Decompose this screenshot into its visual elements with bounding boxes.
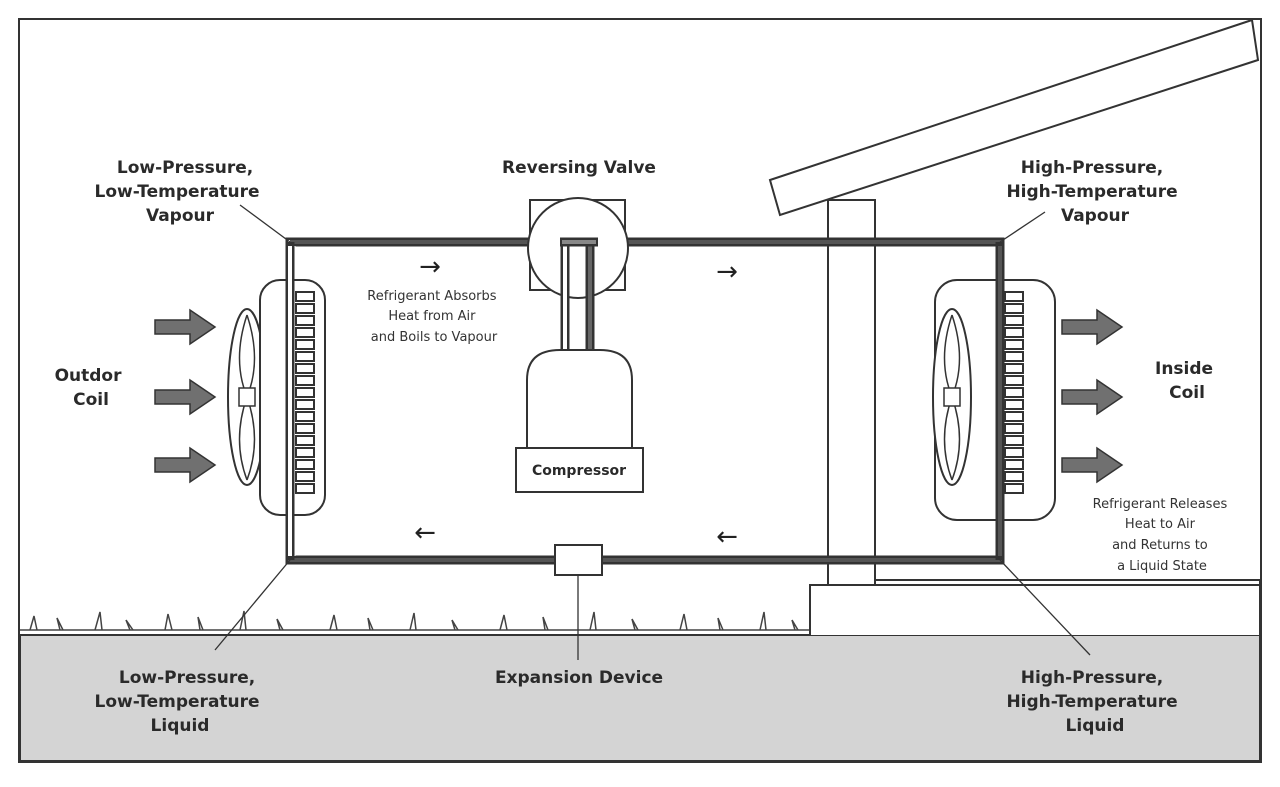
coil-fin xyxy=(1004,375,1024,386)
coil-fin xyxy=(295,375,315,386)
coil-fin xyxy=(295,435,315,446)
coil-fin xyxy=(295,399,315,410)
note-releases-heat: Refrigerant Releases Heat to Air and Ret… xyxy=(1093,497,1232,574)
coil-fin xyxy=(295,315,315,326)
coil-fin xyxy=(1004,315,1024,326)
leader-line xyxy=(999,559,1091,656)
coil-fin xyxy=(1004,459,1024,470)
coil-fin xyxy=(1004,303,1024,314)
flow-arrow-right-icon: → xyxy=(716,257,738,287)
coil-fin xyxy=(295,423,315,434)
airflow-arrow-icon xyxy=(1061,308,1124,346)
label-hp-liquid: High-Pressure, High-Temperature Liquid xyxy=(1006,668,1183,736)
coil-fin xyxy=(295,351,315,362)
compressor-label: Compressor xyxy=(532,463,626,479)
label-inside-coil: Inside Coil xyxy=(1155,359,1219,403)
coil-fin xyxy=(1004,423,1024,434)
airflow-arrow-icon xyxy=(1061,446,1124,484)
coil-fin xyxy=(1004,399,1024,410)
coil-fin xyxy=(1004,435,1024,446)
flow-arrow-left-icon: ← xyxy=(716,522,738,552)
coil-fin xyxy=(1004,411,1024,422)
coil-fin xyxy=(295,339,315,350)
coil-fin xyxy=(295,411,315,422)
coil-fin xyxy=(295,471,315,482)
coil-fin xyxy=(1004,387,1024,398)
airflow-arrow-icon xyxy=(154,308,217,346)
outdoor-coil-unit xyxy=(227,279,326,516)
house xyxy=(768,18,1261,635)
coil-fin xyxy=(1004,327,1024,338)
coil-fin xyxy=(295,363,315,374)
coil-fin xyxy=(1004,447,1024,458)
flow-arrow-left-icon: ← xyxy=(414,518,436,548)
leader-line xyxy=(214,559,291,651)
inside-coil-unit xyxy=(932,279,1056,521)
label-expansion-device: Expansion Device xyxy=(495,668,663,688)
label-reversing-valve: Reversing Valve xyxy=(502,158,656,178)
coil-fin xyxy=(1004,291,1024,302)
airflow-arrow-icon xyxy=(1061,378,1124,416)
label-outdoor-coil: Outdor Coil xyxy=(55,366,128,410)
airflow-arrow-icon xyxy=(154,446,217,484)
reversing-valve xyxy=(527,197,629,355)
coil-fin xyxy=(1004,351,1024,362)
grass xyxy=(20,610,810,631)
ground xyxy=(19,634,1261,762)
coil-fin xyxy=(1004,471,1024,482)
note-absorbs-heat: Refrigerant Absorbs Heat from Air and Bo… xyxy=(367,289,500,345)
label-lp-vapour: Low-Pressure, Low-Temperature Vapour xyxy=(95,158,266,226)
expansion-device xyxy=(554,544,603,576)
coil-fin xyxy=(295,447,315,458)
label-lp-liquid: Low-Pressure, Low-Temperature Liquid xyxy=(95,668,266,736)
coil-fin xyxy=(295,291,315,302)
coil-fin xyxy=(295,483,315,494)
flow-arrow-right-icon: → xyxy=(419,252,441,282)
compressor xyxy=(515,349,644,493)
leader-line xyxy=(239,204,291,243)
coil-fin xyxy=(295,387,315,398)
coil-fin xyxy=(1004,339,1024,350)
airflow-arrow-icon xyxy=(154,378,217,416)
label-hp-vapour: High-Pressure, High-Temperature Vapour xyxy=(1006,158,1183,226)
coil-fin xyxy=(295,459,315,470)
coil-fin xyxy=(1004,483,1024,494)
coil-fin xyxy=(295,303,315,314)
coil-fin xyxy=(1004,363,1024,374)
coil-fin xyxy=(295,327,315,338)
leader-line xyxy=(999,211,1046,243)
